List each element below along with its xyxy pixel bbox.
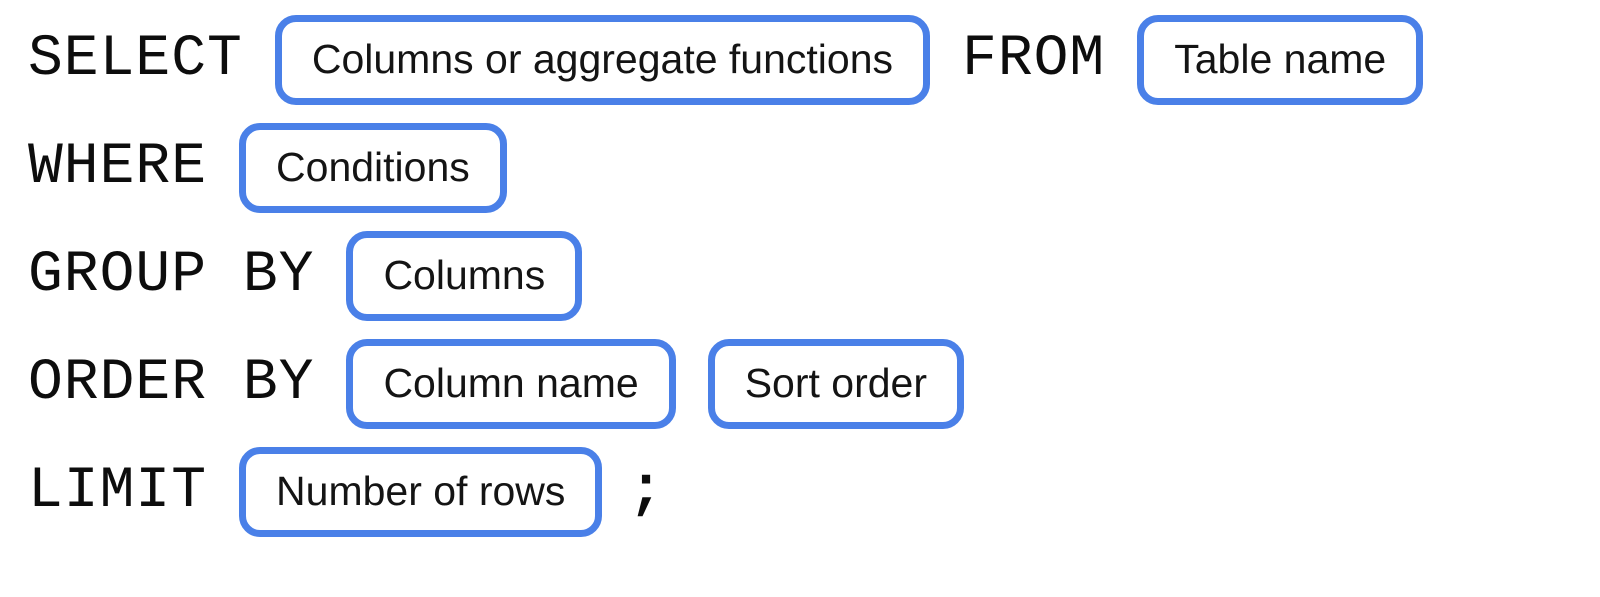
placeholder-sort-order: Sort order (707, 338, 964, 429)
statement-row-select-from: SELECT Columns or aggregate functions FROM… (28, 13, 1600, 106)
keyword-where: WHERE (28, 134, 208, 200)
statement-terminator-semicolon: ; (628, 458, 664, 524)
placeholder-columns-or-aggregate-functions: Columns or aggregate functions (274, 14, 931, 105)
keyword-select: SELECT (28, 26, 243, 92)
keyword-group-by: GROUP BY (28, 242, 315, 308)
placeholder-column-name: Column name (346, 338, 676, 429)
placeholder-number-of-rows: Number of rows (239, 446, 603, 537)
statement-row-order-by: ORDER BY Column name Sort order (28, 337, 1600, 430)
statement-row-limit: LIMIT Number of rows; (28, 445, 1600, 538)
keyword-limit: LIMIT (28, 458, 208, 524)
statement-row-group-by: GROUP BY Columns (28, 229, 1600, 322)
placeholder-table-name: Table name (1137, 14, 1424, 105)
keyword-order-by: ORDER BY (28, 350, 315, 416)
placeholder-conditions: Conditions (239, 122, 507, 213)
sql-syntax-diagram: SELECT Columns or aggregate functions FROM… (28, 13, 1600, 538)
placeholder-columns: Columns (346, 230, 583, 321)
keyword-from: FROM (962, 26, 1106, 92)
statement-row-where: WHERE Conditions (28, 121, 1600, 214)
